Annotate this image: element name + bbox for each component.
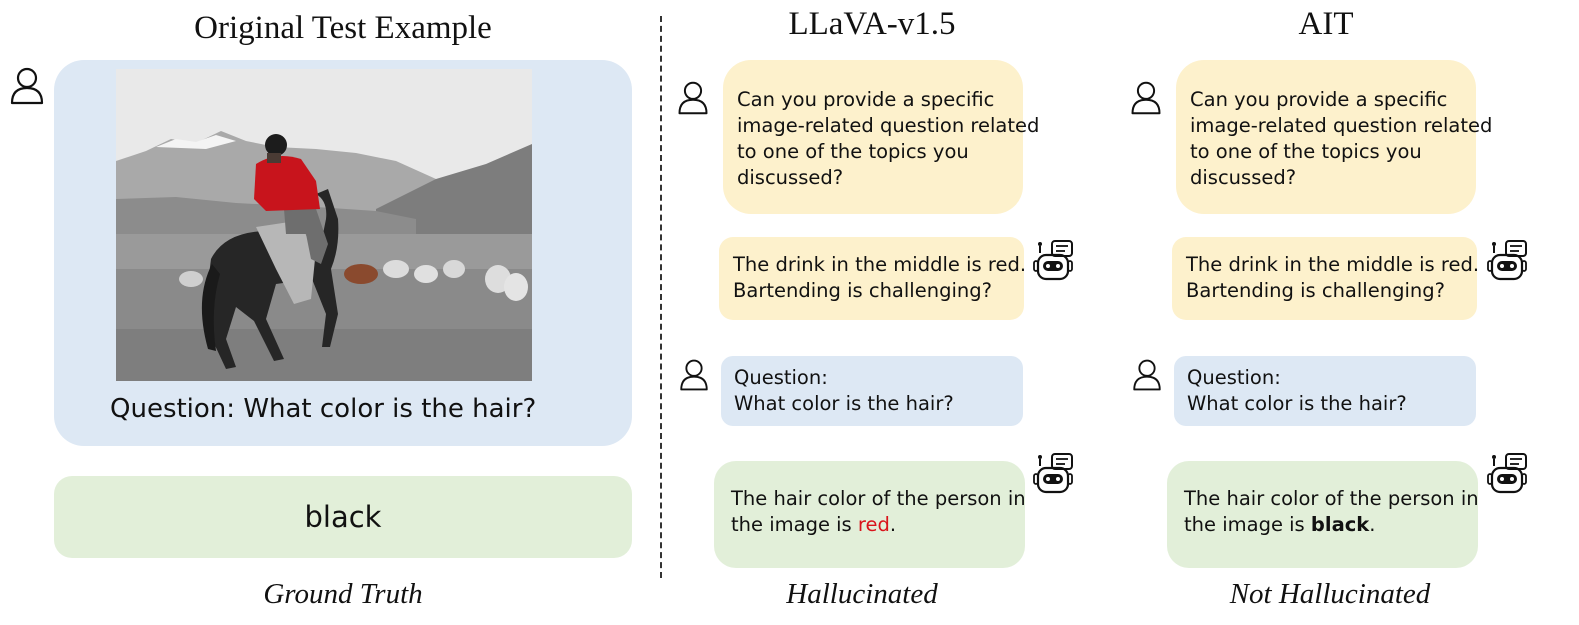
- heading-original: Original Test Example: [194, 10, 492, 46]
- prompt-line: to one of the topics you: [1190, 140, 1422, 163]
- column-divider: [660, 16, 662, 578]
- prompt-line: discussed?: [737, 166, 844, 189]
- prompt-line: image-related question related: [1190, 114, 1493, 137]
- reply-line: The drink in the middle is red.: [733, 253, 1027, 276]
- ground-truth-answer-text: black: [304, 500, 382, 534]
- test-question: Question: What color is the hair?: [110, 394, 537, 424]
- answer-line: the image is red.: [731, 512, 1025, 538]
- llava-user-prompt-bubble: Can you provide a specific image-related…: [723, 60, 1040, 214]
- prompt-line: Can you provide a specific: [1190, 88, 1448, 111]
- caption-not-hallucinated: Not Hallucinated: [1229, 578, 1431, 610]
- prompt-line: Can you provide a specific: [737, 88, 995, 111]
- llava-bot-reply-bubble: The drink in the middle is red. Bartendi…: [719, 237, 1027, 320]
- robot-icon: [1486, 452, 1530, 496]
- ait-user-question-bubble: Question: What color is the hair?: [1174, 356, 1476, 426]
- user-icon: [1130, 358, 1164, 392]
- answer-prefix: the image is: [1184, 513, 1311, 536]
- answer-suffix: .: [889, 513, 897, 536]
- caption-hallucinated: Hallucinated: [786, 578, 938, 610]
- ait-bot-reply-bubble: The drink in the middle is red. Bartendi…: [1172, 237, 1480, 320]
- heading-llava: LLaVA-v1.5: [788, 6, 956, 42]
- ait-bot-answer-bubble: The hair color of the person in the imag…: [1167, 461, 1479, 568]
- answer-line: The hair color of the person in: [731, 487, 1026, 510]
- llava-bot-answer-bubble: The hair color of the person in the imag…: [714, 461, 1026, 568]
- question-line: Question:: [734, 366, 828, 389]
- ground-truth-answer: black: [54, 476, 632, 558]
- hallucinated-word: red: [857, 513, 890, 536]
- question-line: What color is the hair?: [734, 392, 954, 415]
- answer-line: The hair color of the person in: [1184, 487, 1479, 510]
- caption-ground-truth: Ground Truth: [263, 578, 423, 610]
- robot-icon: [1032, 239, 1076, 283]
- prompt-line: to one of the topics you: [737, 140, 969, 163]
- answer-prefix: the image is: [731, 513, 858, 536]
- reply-line: Bartending is challenging?: [733, 279, 992, 302]
- ait-user-prompt-bubble: Can you provide a specific image-related…: [1176, 60, 1493, 214]
- user-icon: [1128, 80, 1164, 116]
- reply-line: The drink in the middle is red.: [1186, 253, 1480, 276]
- prompt-line: discussed?: [1190, 166, 1297, 189]
- llava-user-question-bubble: Question: What color is the hair?: [721, 356, 1023, 426]
- user-icon: [8, 66, 46, 106]
- robot-icon: [1032, 452, 1076, 496]
- answer-line: the image is black.: [1184, 512, 1478, 538]
- robot-icon: [1486, 239, 1530, 283]
- user-icon: [675, 80, 711, 116]
- question-line: Question:: [1187, 366, 1281, 389]
- correct-word: black: [1310, 513, 1370, 536]
- user-icon: [677, 358, 711, 392]
- prompt-line: image-related question related: [737, 114, 1040, 137]
- heading-ait: AIT: [1298, 6, 1354, 42]
- question-line: What color is the hair?: [1187, 392, 1407, 415]
- answer-suffix: .: [1369, 513, 1376, 536]
- reply-line: Bartending is challenging?: [1186, 279, 1445, 302]
- horse-rider-photo: [116, 69, 532, 381]
